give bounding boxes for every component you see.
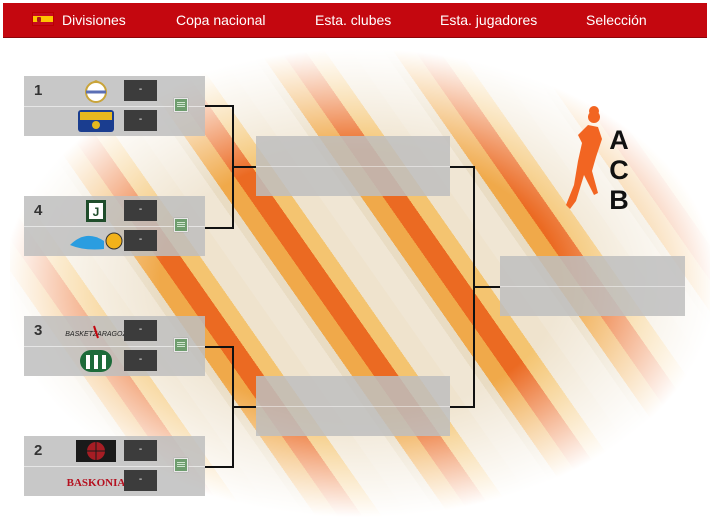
stats-icon[interactable] (174, 338, 188, 352)
seed-label: 4 (34, 202, 43, 219)
quarterfinal-2: 2 BASKONIA - - (24, 436, 205, 496)
bracket-line (205, 227, 234, 229)
team-score[interactable]: - (124, 470, 157, 491)
barcelona-logo-icon[interactable] (64, 439, 128, 463)
svg-text:J: J (93, 205, 100, 219)
team-score[interactable]: - (124, 350, 157, 371)
nav-seleccion[interactable]: Selección (586, 12, 647, 28)
seed-label: 3 (34, 322, 43, 339)
semifinal-2-slot (256, 376, 450, 436)
bracket-line (205, 105, 234, 107)
svg-text:BASKONIA: BASKONIA (67, 477, 126, 489)
seed-label: 2 (34, 442, 43, 459)
bracket-line (232, 406, 256, 408)
bracket-line (232, 166, 256, 168)
acb-logo: A C B (558, 105, 634, 217)
seed-label: 1 (34, 82, 43, 99)
nav-esta-jugadores[interactable]: Esta. jugadores (440, 12, 538, 28)
quarterfinal-4: 4 J - - (24, 196, 205, 256)
top-nav: Divisiones Copa nacional Esta. clubes Es… (3, 3, 707, 38)
basketball-player-icon (566, 106, 602, 209)
semifinal-1-slot (256, 136, 450, 196)
baskonia-logo-icon[interactable]: BASKONIA (64, 469, 128, 493)
stats-icon[interactable] (174, 458, 188, 472)
real-madrid-logo-icon[interactable] (64, 80, 128, 104)
joventut-logo-icon[interactable]: J (64, 199, 128, 223)
basket-zaragoza-logo-icon[interactable]: BASKETZARAGOZ (64, 320, 128, 344)
team-score[interactable]: - (124, 320, 157, 341)
stats-icon[interactable] (174, 98, 188, 112)
quarterfinal-1: 1 - - (24, 76, 205, 136)
estudiantes-logo-icon[interactable] (64, 109, 128, 133)
spain-flag-icon[interactable] (32, 12, 54, 26)
team-score[interactable]: - (124, 110, 157, 131)
acb-letter-a: A (609, 125, 629, 155)
bracket-line (205, 346, 234, 348)
nav-divisiones[interactable]: Divisiones (62, 12, 126, 28)
acb-letter-b: B (609, 185, 629, 215)
team-score[interactable]: - (124, 230, 157, 251)
unicaja-logo-icon[interactable] (64, 349, 128, 373)
bracket-line (473, 286, 500, 288)
bracket-line (205, 466, 234, 468)
stats-icon[interactable] (174, 218, 188, 232)
gran-canaria-logo-icon[interactable] (64, 229, 128, 253)
bracket-line (450, 406, 475, 408)
final-slot (500, 256, 685, 316)
nav-copa-nacional[interactable]: Copa nacional (176, 12, 266, 28)
nav-esta-clubes[interactable]: Esta. clubes (315, 12, 392, 28)
team-score[interactable]: - (124, 440, 157, 461)
quarterfinal-3: 3 BASKETZARAGOZ - - (24, 316, 205, 376)
team-score[interactable]: - (124, 200, 157, 221)
acb-letter-c: C (609, 155, 629, 185)
bracket-line (450, 166, 475, 168)
team-score[interactable]: - (124, 80, 157, 101)
